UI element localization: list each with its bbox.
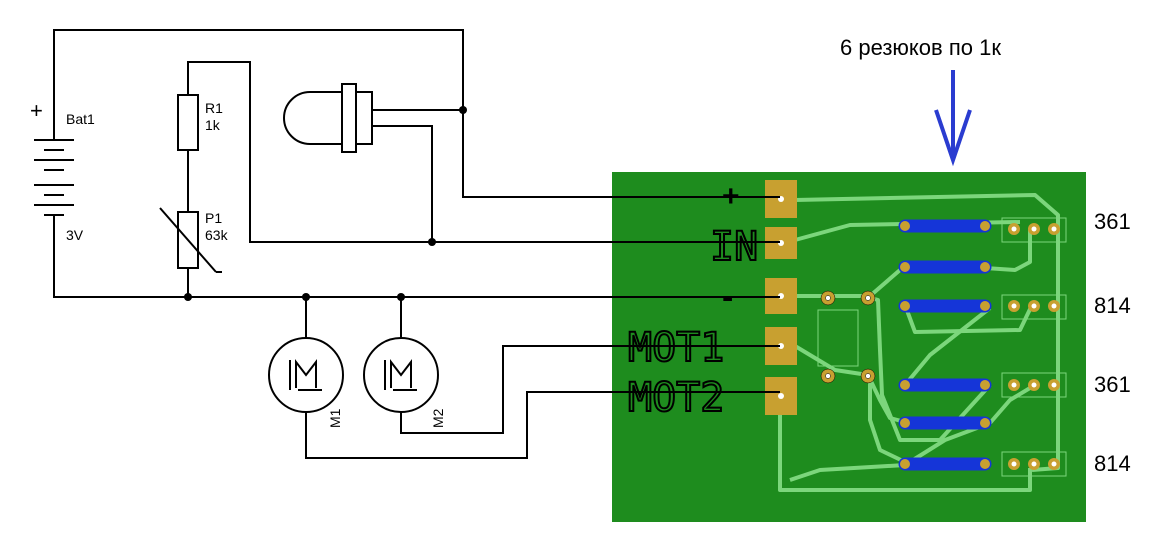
chip-outline [817,309,859,367]
board-label-in: IN [710,224,758,270]
annotation-text: 6 резюков по 1к [840,35,1001,60]
pot-ref: P1 [205,210,222,226]
transistor-label-1: 361 [1094,209,1131,234]
transistor-label-3: 361 [1094,372,1131,397]
header-pads [765,180,797,415]
led-symbol [283,83,373,153]
schematic-wires [53,29,780,459]
transistor-footprint [1001,217,1067,243]
battery-plus-sign: + [30,98,43,123]
battery-symbol [34,115,74,240]
down-arrow-icon [934,70,972,167]
motor-m1 [268,337,344,413]
motor-m2 [363,337,439,413]
resistor-r1-value: 1k [205,117,221,133]
board-label-mot2: MOT2 [628,375,724,421]
motor-m1-ref: M1 [327,408,343,428]
potentiometer-p1 [159,207,222,273]
smd-resistors [898,219,992,471]
transistor-footprint [1001,294,1067,320]
board-label-mot1: MOT1 [628,325,724,371]
pot-value: 63k [205,227,229,243]
board-label-minus: - [722,278,733,316]
transistor-footprint [1001,372,1067,398]
transistor-label-2: 814 [1094,293,1131,318]
vias [820,290,876,384]
resistor-r1-ref: R1 [205,100,223,116]
battery-ref: Bat1 [66,111,95,127]
board-label-plus: + [722,180,740,213]
resistor-r1 [177,94,199,151]
battery-value: 3V [66,227,84,243]
junction-dots [184,106,467,301]
transistor-footprint [1001,451,1067,477]
transistor-label-4: 814 [1094,451,1131,476]
resistor-pads [900,221,990,469]
motor-m2-ref: M2 [430,408,446,428]
transistor-footprints [1001,217,1067,477]
